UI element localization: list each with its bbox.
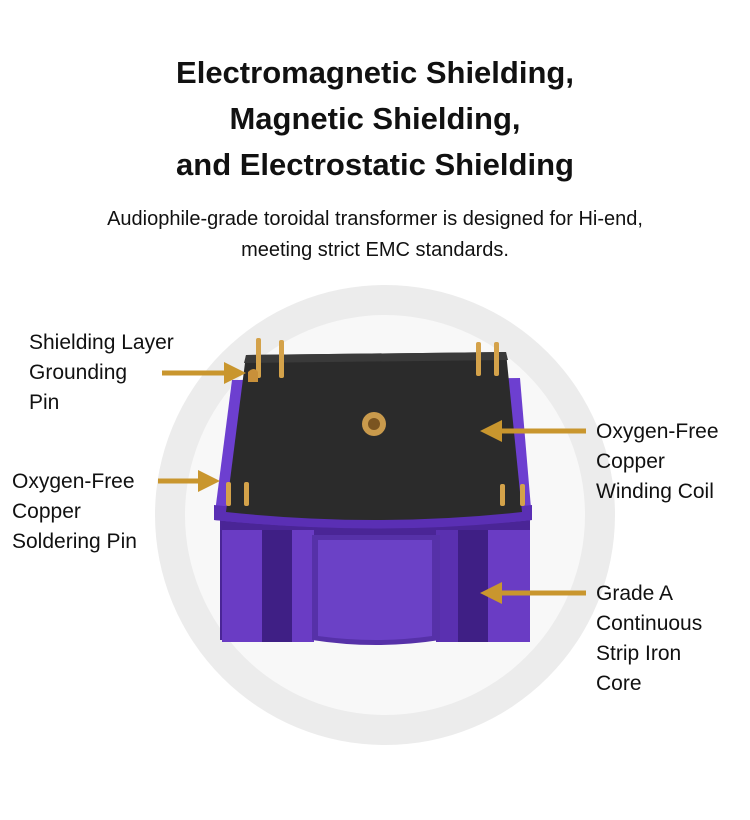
label-line: Oxygen-Free (12, 470, 135, 493)
soldering-pins (226, 482, 249, 506)
label-line: Shielding Layer (29, 331, 174, 354)
bottom-right-pins (500, 484, 525, 506)
subtitle-line-2: meeting strict EMC standards. (241, 239, 509, 261)
transformer-base (220, 520, 530, 645)
arrow-grounding-pin (162, 362, 246, 384)
label-line: Strip Iron (596, 642, 682, 665)
label-grounding-pin: Shielding Layer Grounding Pin (29, 328, 174, 418)
arrow-iron-core (480, 582, 586, 604)
title-line-1: Electromagnetic Shielding, (176, 55, 574, 90)
page-subtitle: Audiophile-grade toroidal transformer is… (0, 204, 750, 266)
subtitle-line-1: Audiophile-grade toroidal transformer is… (107, 208, 643, 230)
label-line: Copper (12, 500, 81, 523)
page-title: Electromagnetic Shielding, Magnetic Shie… (0, 50, 750, 188)
top-right-pins (476, 342, 499, 376)
label-soldering-pin: Oxygen-Free Copper Soldering Pin (12, 467, 137, 557)
label-winding-coil: Oxygen-Free Copper Winding Coil (596, 417, 719, 507)
title-line-3: and Electrostatic Shielding (176, 147, 574, 182)
center-nut (362, 412, 386, 436)
label-line: Grade A (596, 582, 674, 605)
label-line: Core (596, 672, 642, 695)
label-line: Continuous (596, 612, 703, 635)
label-line: Oxygen-Free (596, 420, 719, 443)
label-line: Copper (596, 450, 665, 473)
grounding-pins (248, 338, 284, 382)
label-line: Soldering Pin (12, 530, 137, 553)
title-line-2: Magnetic Shielding, (229, 101, 521, 136)
label-line: Grounding (29, 361, 128, 384)
arrow-soldering-pin (158, 470, 220, 492)
label-line: Winding Coil (596, 480, 714, 503)
label-line: Pin (29, 391, 60, 414)
arrow-winding-coil (480, 420, 586, 442)
label-iron-core: Grade A Continuous Strip Iron Core (596, 579, 702, 699)
